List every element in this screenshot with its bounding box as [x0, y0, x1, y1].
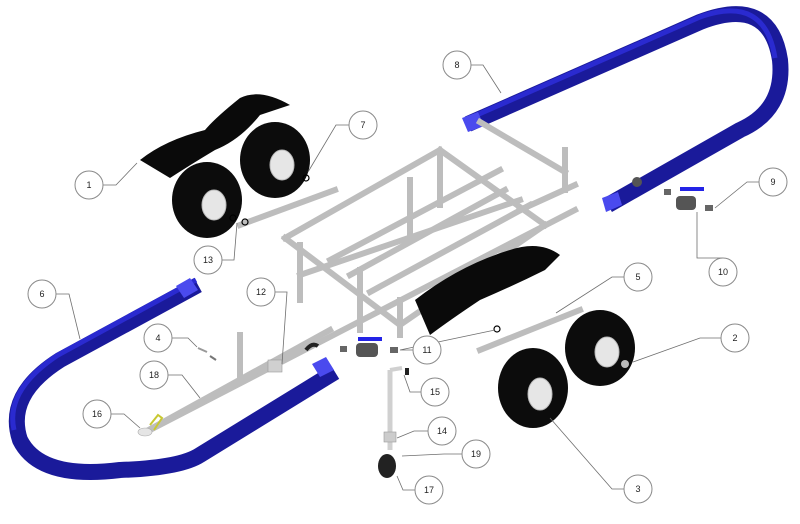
- fender-left: [140, 94, 290, 178]
- svg-text:6: 6: [39, 289, 44, 299]
- jack-wheel: [378, 454, 396, 478]
- balloon-5: 5: [623, 262, 653, 292]
- elbow-fitting-icon: [632, 177, 642, 187]
- washer-icon: [493, 325, 501, 333]
- elbow-fitting-icon: [304, 342, 320, 352]
- svg-text:1: 1: [86, 180, 91, 190]
- leader-lines: [56, 64, 759, 491]
- balloon-4: 4: [143, 323, 173, 353]
- balloon-10: 10: [708, 257, 738, 287]
- balloon-12: 12: [246, 277, 276, 307]
- balloon-9: 9: [758, 167, 788, 197]
- ball-valve-front: [304, 337, 398, 357]
- balloon-6: 6: [27, 279, 57, 309]
- balloon-8: 8: [442, 50, 472, 80]
- washer-icon: [302, 174, 310, 182]
- svg-text:4: 4: [155, 333, 160, 343]
- fender-right: [415, 246, 560, 335]
- pin-and-clip: [197, 347, 217, 361]
- trailer-frame: [140, 117, 580, 437]
- svg-text:13: 13: [203, 255, 213, 265]
- svg-text:7: 7: [360, 120, 365, 130]
- svg-text:5: 5: [635, 272, 640, 282]
- bunk-tube-front: [8, 277, 340, 480]
- tongue-jack: [378, 366, 409, 478]
- svg-text:19: 19: [471, 449, 481, 459]
- washer-icon: [229, 214, 237, 222]
- balloon-7: 7: [348, 110, 378, 140]
- coupler: [137, 413, 164, 437]
- balloon-18: 18: [139, 360, 169, 390]
- ball-valve-rear: [664, 187, 713, 211]
- right-axle-assembly: [476, 306, 635, 428]
- balloon-13: 13: [193, 245, 223, 275]
- svg-text:8: 8: [454, 60, 459, 70]
- svg-text:17: 17: [424, 485, 434, 495]
- washer-icon: [241, 218, 249, 226]
- left-axle-assembly: [172, 122, 339, 238]
- jack-knob: [405, 368, 409, 375]
- balloon-3: 3: [623, 474, 653, 504]
- balloon-19: 19: [461, 439, 491, 469]
- safety-chain: [149, 413, 164, 431]
- balloon-1: 1: [74, 170, 104, 200]
- balloon-16: 16: [82, 399, 112, 429]
- balloon-15: 15: [420, 377, 450, 407]
- svg-text:10: 10: [718, 267, 728, 277]
- hub-cap-icon: [621, 360, 629, 368]
- svg-text:11: 11: [422, 345, 431, 355]
- svg-text:14: 14: [437, 426, 447, 436]
- balloon-2: 2: [720, 323, 750, 353]
- svg-text:16: 16: [92, 409, 102, 419]
- svg-text:18: 18: [149, 370, 159, 380]
- svg-text:3: 3: [635, 484, 640, 494]
- svg-text:15: 15: [430, 387, 440, 397]
- balloon-14: 14: [427, 416, 457, 446]
- svg-text:9: 9: [770, 177, 775, 187]
- bunk-tube-rear: [462, 6, 789, 212]
- svg-text:2: 2: [732, 333, 737, 343]
- balloon-11: 11: [412, 335, 442, 365]
- svg-text:12: 12: [256, 287, 266, 297]
- mount-bracket: [267, 359, 283, 373]
- balloon-17: 17: [414, 475, 444, 505]
